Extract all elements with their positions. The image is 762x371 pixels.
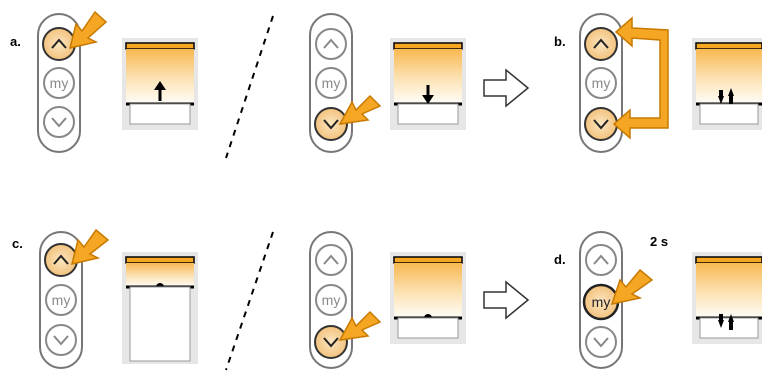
shade-c-left bbox=[122, 252, 198, 364]
shade-a-left bbox=[122, 38, 198, 130]
arrow-down-icon bbox=[718, 96, 724, 104]
down-button[interactable] bbox=[45, 324, 77, 356]
chevron-up-icon bbox=[323, 38, 339, 49]
shade-b bbox=[692, 38, 762, 130]
shade-a-right bbox=[390, 38, 466, 130]
my-button[interactable]: my bbox=[582, 283, 620, 321]
simultaneous-press-bracket-icon bbox=[612, 16, 669, 140]
up-button[interactable] bbox=[584, 27, 618, 61]
remote-c-right: my bbox=[309, 231, 353, 369]
remote-d: my bbox=[579, 231, 623, 369]
down-button[interactable] bbox=[314, 325, 348, 359]
chevron-up-icon bbox=[593, 254, 609, 265]
up-button[interactable] bbox=[44, 243, 78, 277]
press-arrow-icon bbox=[610, 268, 654, 306]
my-button-text: my bbox=[322, 75, 341, 91]
separator-dashed bbox=[225, 231, 274, 371]
chevron-down-icon bbox=[53, 335, 69, 346]
my-button-text: my bbox=[592, 75, 611, 91]
my-button[interactable]: my bbox=[45, 284, 77, 316]
down-button[interactable] bbox=[584, 107, 618, 141]
remote-a-left: my bbox=[37, 13, 81, 153]
my-button[interactable]: my bbox=[315, 67, 347, 99]
down-button[interactable] bbox=[585, 326, 617, 358]
chevron-down-icon bbox=[51, 117, 67, 128]
arrow-down-icon bbox=[718, 320, 724, 328]
step-label-b: b. bbox=[554, 34, 566, 49]
my-button[interactable]: my bbox=[585, 67, 617, 99]
chevron-up-icon bbox=[53, 254, 69, 265]
up-button[interactable] bbox=[315, 28, 347, 60]
chevron-up-icon bbox=[593, 38, 609, 49]
my-button-text: my bbox=[322, 292, 341, 308]
chevron-up-icon bbox=[51, 38, 67, 49]
remote-c-left: my bbox=[39, 231, 83, 369]
chevron-down-icon bbox=[323, 337, 339, 348]
press-arrow-icon bbox=[338, 94, 382, 125]
step-label-c: c. bbox=[12, 236, 23, 251]
separator-dashed bbox=[225, 15, 274, 159]
step-label-a: a. bbox=[10, 34, 21, 49]
my-button[interactable]: my bbox=[43, 67, 75, 99]
arrow-up-icon bbox=[728, 314, 734, 322]
down-button[interactable] bbox=[314, 107, 348, 141]
my-button[interactable]: my bbox=[315, 284, 347, 316]
press-arrow-icon bbox=[68, 10, 108, 50]
shade-d bbox=[692, 252, 762, 344]
my-button-text: my bbox=[592, 294, 611, 310]
chevron-down-icon bbox=[593, 337, 609, 348]
step-label-d: d. bbox=[554, 252, 566, 267]
remote-a-right: my bbox=[309, 13, 353, 153]
hold-duration-label: 2 s bbox=[650, 234, 669, 249]
arrow-up-icon bbox=[728, 88, 734, 96]
chevron-down-icon bbox=[323, 119, 339, 130]
next-step-arrow-icon bbox=[483, 68, 530, 108]
arrow-down-icon bbox=[422, 95, 434, 104]
down-button[interactable] bbox=[43, 106, 75, 138]
up-button[interactable] bbox=[42, 27, 76, 61]
press-arrow-icon bbox=[338, 310, 382, 341]
arrow-up-icon bbox=[154, 81, 166, 90]
shade-c-right bbox=[390, 252, 466, 344]
chevron-up-icon bbox=[323, 254, 339, 265]
remote-b: my bbox=[579, 13, 623, 153]
chevron-down-icon bbox=[593, 119, 609, 130]
up-button[interactable] bbox=[585, 244, 617, 276]
up-button[interactable] bbox=[315, 244, 347, 276]
my-button-text: my bbox=[52, 292, 71, 308]
press-arrow-icon bbox=[70, 228, 110, 266]
my-button-text: my bbox=[50, 75, 69, 91]
next-step-arrow-icon bbox=[483, 280, 530, 320]
